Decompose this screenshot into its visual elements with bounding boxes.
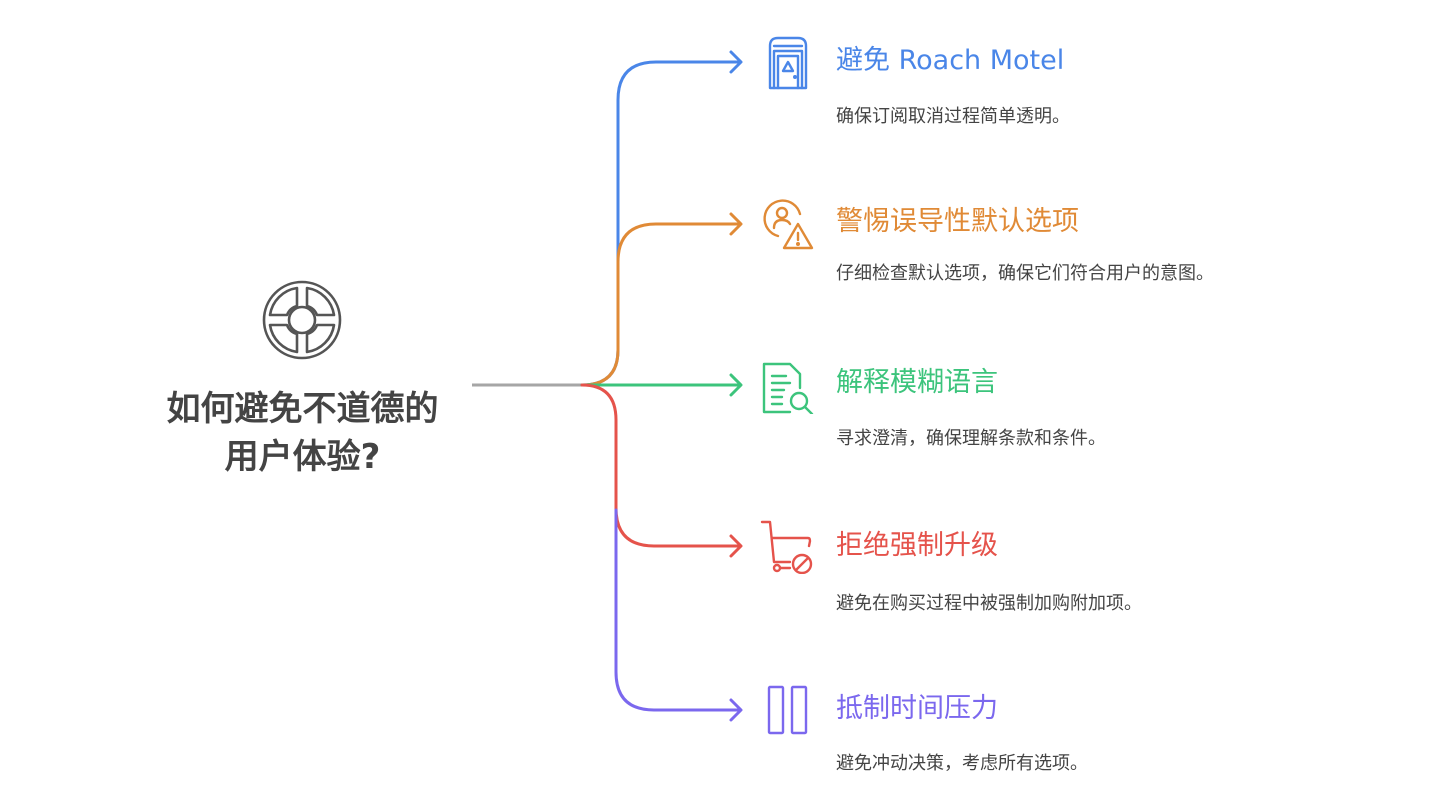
connector-2: [580, 222, 742, 387]
user-warning-icon: [763, 199, 814, 250]
document-search-icon: [762, 362, 814, 414]
branch-desc-1: 确保订阅取消过程简单透明。: [836, 106, 1070, 127]
branch-title-1: 避免 Roach Motel: [836, 45, 1065, 76]
center-title: 如何避免不道德的 用户体验?: [130, 385, 475, 481]
connector-4: [580, 383, 742, 548]
branch-desc-3: 寻求澄清，确保理解条款和条件。: [836, 428, 1106, 449]
compass-wheel-icon: [262, 280, 342, 360]
pause-icon: [767, 685, 808, 735]
arrowhead-1: [729, 50, 743, 74]
center-title-line2: 用户体验?: [224, 437, 381, 477]
branch-desc-2: 仔细检查默认选项，确保它们符合用户的意图。: [836, 263, 1214, 284]
branch-title-2: 警惕误导性默认选项: [836, 206, 1079, 237]
branch-title-4: 拒绝强制升级: [836, 530, 998, 561]
arrowhead-4: [729, 534, 743, 558]
branch-title-3: 解释模糊语言: [836, 367, 998, 398]
branch-desc-4: 避免在购买过程中被强制加购附加项。: [836, 593, 1142, 614]
connector-5: [614, 508, 742, 712]
center-title-line1: 如何避免不道德的: [166, 389, 439, 429]
arrowhead-2: [729, 212, 743, 236]
cart-blocked-icon: [760, 520, 813, 574]
branch-title-5: 抵制时间压力: [836, 693, 998, 724]
door-exit-icon: [768, 36, 808, 90]
arrowhead-3: [729, 373, 743, 397]
branch-desc-5: 避免冲动决策，考虑所有选项。: [836, 753, 1088, 774]
arrowhead-5: [729, 698, 743, 722]
